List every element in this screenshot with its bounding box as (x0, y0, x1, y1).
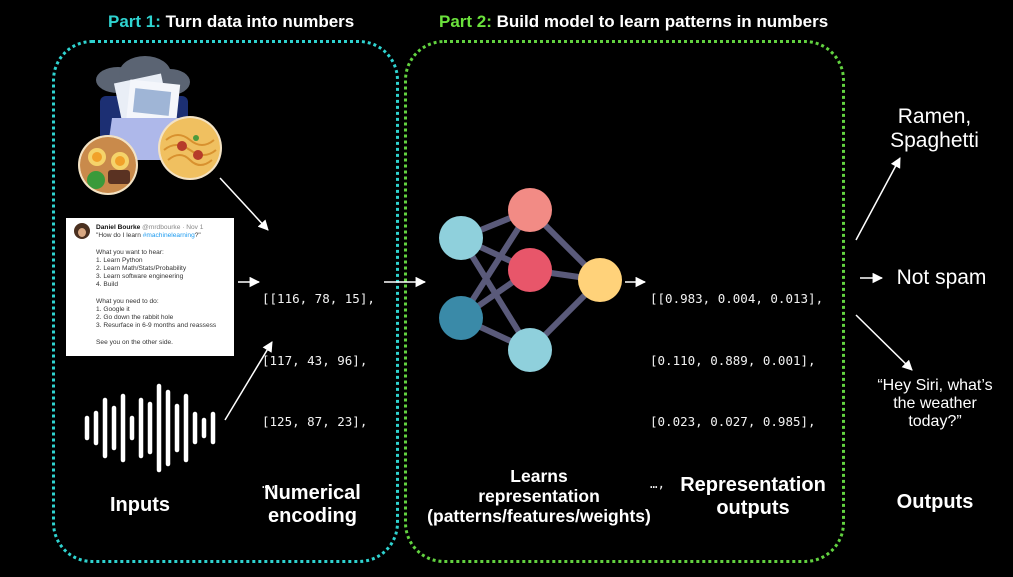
output-speech: “Hey Siri, what’s the weather today?” (860, 377, 1010, 431)
output-row: [0.110, 0.889, 0.001], (650, 352, 816, 368)
part1-title: Part 1: Turn data into numbers (108, 12, 354, 32)
spaghetti-bowl-icon (158, 116, 222, 180)
numerical-encoding-label: Numerical encoding (245, 482, 380, 528)
avatar (74, 223, 90, 239)
encoding-row: [117, 43, 96], (262, 352, 368, 368)
tweet-question: "How do I learn #machinelearning?" (96, 232, 228, 240)
neural-network-icon (439, 188, 622, 372)
learns-representation-line: representation (478, 486, 600, 506)
learns-representation-line: Learns (510, 466, 568, 486)
output-food-line: Ramen, (897, 105, 972, 128)
encoding-row: [125, 87, 23], (262, 414, 368, 429)
output-row: [0.023, 0.027, 0.985], (650, 414, 816, 429)
numerical-encoding-line: Numerical (264, 482, 361, 504)
part2-title-text: Build model to learn patterns in numbers (491, 12, 829, 31)
part1-title-text: Turn data into numbers (160, 12, 355, 31)
part2-title-prefix: Part 2: (439, 12, 492, 31)
tweet-want-item: 2. Learn Math/Stats/Probability (96, 265, 187, 273)
numerical-encoding-line: encoding (268, 505, 357, 527)
tweet-need-item: 1. Google it (96, 306, 130, 314)
representation-outputs-line: outputs (716, 497, 790, 519)
learns-representation-label: Learns representation (patterns/features… (408, 466, 670, 526)
part2-title: Part 2: Build model to learn patterns in… (439, 12, 828, 32)
output-row: [[0.983, 0.004, 0.013], (650, 291, 824, 306)
audio-waveform-icon (84, 383, 216, 473)
learns-representation-line: (patterns/features/weights) (427, 506, 651, 526)
output-food-line: Spaghetti (890, 129, 979, 152)
representation-outputs-label: Representation outputs (668, 474, 838, 520)
encoding-row: [[116, 78, 15], (262, 291, 375, 306)
tweet-want-item: 4. Build (96, 281, 118, 289)
output-spam: Not spam (896, 266, 987, 289)
tweet-handle: @mrdbourke · Nov 1 (140, 224, 204, 231)
tweet-need-item: 3. Resurface in 6-9 months and reassess (96, 322, 217, 330)
output-food: Ramen, Spaghetti (872, 105, 997, 153)
tweet-question-suffix: ?" (194, 232, 201, 240)
tweet-header: Daniel Bourke @mrdbourke · Nov 1 (96, 224, 228, 232)
part1-box (52, 40, 399, 563)
tweet-question-prefix: "How do I learn (96, 232, 143, 240)
arrow-to-food-output (855, 157, 901, 241)
tweet-need-item: 2. Go down the rabbit hole (96, 314, 174, 322)
tweet-want-item: 1. Learn Python (96, 256, 143, 264)
output-row: …, (650, 475, 666, 491)
output-speech-line: “Hey Siri, what’s (877, 377, 993, 394)
part2-box (404, 40, 845, 563)
outputs-label: Outputs (896, 491, 974, 513)
arrow-image-to-encoding (219, 177, 269, 231)
encoding-row: …, (262, 475, 278, 491)
tweet-author: Daniel Bourke (96, 224, 141, 231)
inputs-label: Inputs (110, 494, 170, 516)
tweet-footer: See you on the other side. (96, 338, 173, 346)
tweet-hashtag: #machinelearning (142, 232, 195, 240)
output-matrix: [[0.983, 0.004, 0.013], [0.110, 0.889, 0… (650, 248, 823, 515)
encoding-matrix: [[116, 78, 15], [117, 43, 96], [125, 87,… (262, 248, 375, 515)
tweet-want-item: 3. Learn software engineering (96, 273, 184, 281)
ramen-bowl-icon (78, 135, 138, 195)
arrow-to-speech-output (855, 314, 913, 371)
representation-outputs-line: Representation (680, 474, 826, 496)
tweet-want-header: What you want to hear: (96, 248, 164, 256)
arrow-audio-to-encoding (224, 341, 273, 421)
output-speech-line: today?” (908, 413, 962, 430)
tweet-card: Daniel Bourke @mrdbourke · Nov 1 "How do… (66, 218, 234, 356)
part1-title-prefix: Part 1: (108, 12, 161, 31)
tweet-need-header: What you need to do: (96, 297, 159, 305)
output-speech-line: the weather (893, 395, 977, 412)
